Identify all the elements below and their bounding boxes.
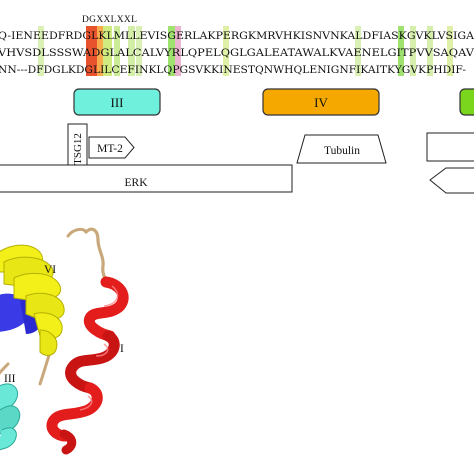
helix-yellow <box>0 244 65 356</box>
helix-cyan <box>0 383 21 451</box>
structure-label-i: I <box>120 343 124 355</box>
mt2-label: MT-2 <box>97 143 123 155</box>
helix-v-box <box>459 88 474 116</box>
sequence-row: VHVSDLSSSWADGLALCALVYRLQPELQGLGALEATAWAL… <box>0 47 474 59</box>
erk-box: ERK <box>0 164 293 193</box>
sequence-alignment: Q-IENEEDFRDGLKLMLLEVISGERLAKPERGKMRVHKIS… <box>0 30 474 76</box>
structure-label-iii: III <box>4 373 16 385</box>
sequence-row: Q-IENEEDFRDGLKLMLLEVISGERLAKPERGKMRVHKIS… <box>0 30 474 42</box>
helix-iii-box: III <box>73 88 161 116</box>
tubulin-trapezoid: Tubulin <box>296 134 387 164</box>
sequence-row: NN---DFDGLKDGLILCEFINKLQPGSVKKINESTQNWHQ… <box>0 64 467 76</box>
motif-label: DGXXLXXL <box>82 15 137 25</box>
helix-red <box>46 276 129 455</box>
helix-iv-label: IV <box>314 95 328 110</box>
helix-iii-label: III <box>111 95 124 110</box>
helix-iv-box: IV <box>262 88 380 116</box>
alignment-highlights <box>38 26 453 76</box>
protein-structure: VI I III <box>0 227 129 455</box>
right-arrow-shape <box>429 167 474 194</box>
structure-label-vi: VI <box>44 264 56 276</box>
right-binding-box <box>426 132 474 162</box>
mt2-pentagon: MT-2 <box>88 136 135 159</box>
tubulin-label: Tubulin <box>324 145 360 157</box>
erk-label: ERK <box>125 177 149 189</box>
tsg12-label: TSG12 <box>72 133 84 165</box>
